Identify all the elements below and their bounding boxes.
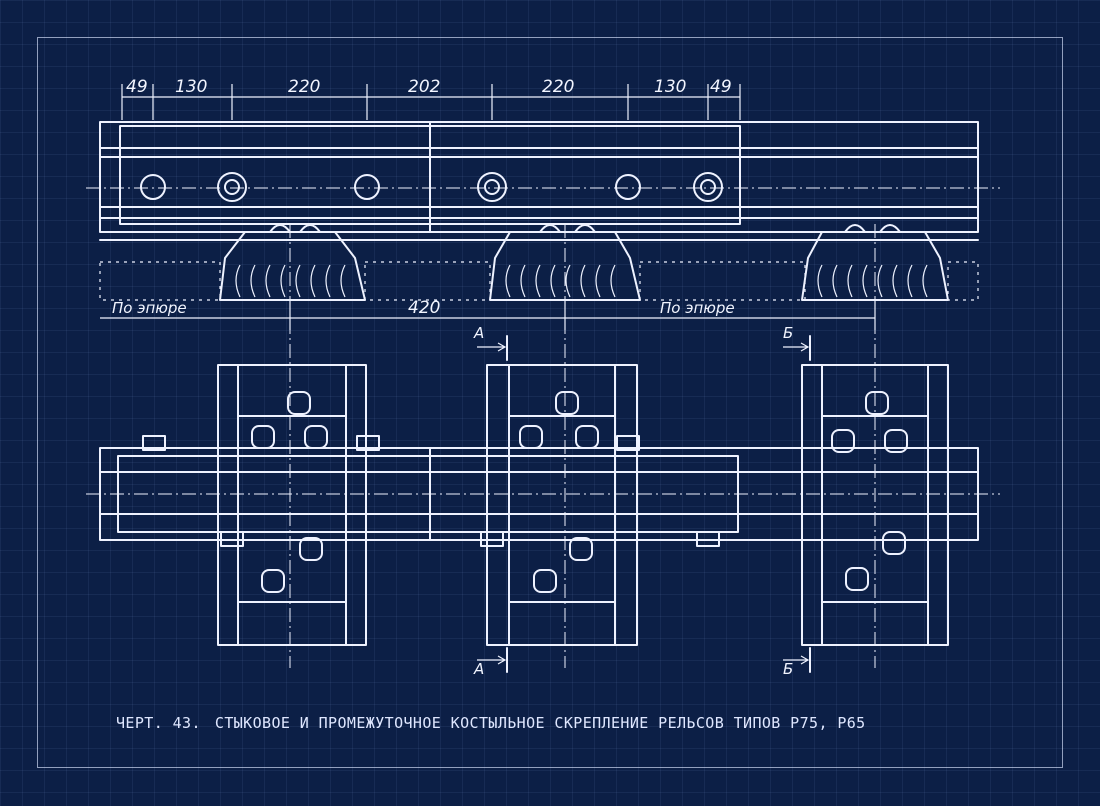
label-po-epyure-right: По эпюре [660,299,735,317]
bolt-3 [693,172,723,202]
dim-130-right: 130 [654,77,686,97]
dim-202: 202 [408,77,440,97]
dim-49-left: 49 [126,77,148,97]
bolt-nut-2 [484,179,500,195]
sleeper-axes [289,224,876,668]
ballast [99,239,979,301]
dim-130-left: 130 [175,77,207,97]
section-a-top: А [473,324,484,342]
sleeper-section-1 [219,231,366,301]
bolt-plan-5 [480,531,504,547]
sleeper-plan-2 [486,364,638,646]
bolts-plan [142,435,720,547]
sleeper-plan-1 [217,364,367,646]
sleeper-section-3 [801,231,949,301]
bolt-plan-3 [616,435,640,451]
caption-title: СТЫКОВОЕ И ПРОМЕЖУТОЧНОЕ КОСТЫЛЬНОЕ СКРЕ… [214,714,866,732]
section-markers: А А Б Б [473,324,811,678]
section-b-top: Б [783,324,793,342]
bolt-plan-2 [356,435,380,451]
dim-420: 420 [408,298,440,318]
dim-220-left: 220 [288,77,320,97]
dimension-chain-top: 49 130 220 202 220 130 49 [121,77,741,120]
sleepers-plan [217,364,949,646]
drawing-caption: ЧЕРТ. 43. СТЫКОВОЕ И ПРОМЕЖУТОЧНОЕ КОСТЫЛ… [116,714,1036,732]
bolt-plan-4 [220,531,244,547]
bolt-1 [217,172,247,202]
bolt-hole-3 [615,174,641,200]
section-b-bottom: Б [783,660,793,678]
dim-49-right: 49 [710,77,732,97]
drawing-frame [37,37,1063,768]
label-po-epyure-left: По эпюре [112,299,187,317]
sleeper-spacing-dimension: По эпюре 420 По эпюре [100,298,876,330]
rail-spikes-side [269,224,901,233]
bolt-hole-2 [354,174,380,200]
bolt-2 [477,172,507,202]
dim-220-right: 220 [542,77,574,97]
caption-number: ЧЕРТ. 43. [116,714,201,732]
bolt-nut-1 [224,179,240,195]
bolt-holes [140,172,723,202]
bolt-plan-1 [142,435,166,451]
rail-plan-view [86,447,1000,541]
bolt-hole-1 [140,174,166,200]
bolt-nut-3 [700,179,716,195]
section-a-bottom: А [473,660,484,678]
sleeper-section-2 [489,231,641,301]
bolt-plan-6 [696,531,720,547]
spike-heads-plan [251,391,908,593]
